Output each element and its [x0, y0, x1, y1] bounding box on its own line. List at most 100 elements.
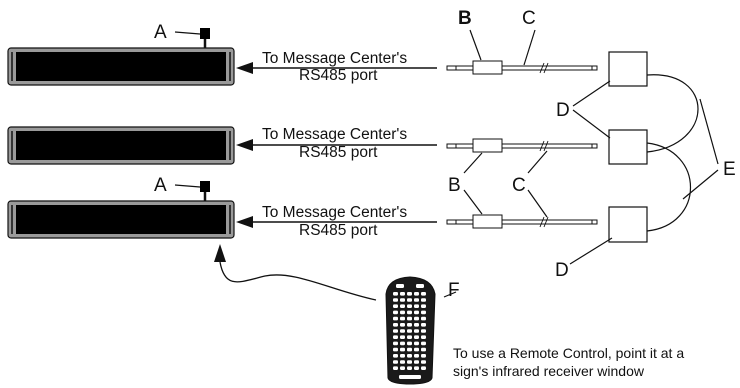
- remote-key: [393, 347, 398, 352]
- remote-key: [414, 366, 419, 370]
- remote-key: [407, 304, 412, 308]
- arrow-sign-3: [236, 216, 437, 228]
- infrared-receiver-bottom: [174, 181, 210, 201]
- remote-key: [414, 316, 419, 321]
- remote-key: [414, 360, 419, 364]
- remote-key: [407, 323, 412, 327]
- port-label-3-line2: RS485 port: [299, 222, 378, 239]
- leader-d-upper: [572, 80, 611, 139]
- arrow-sign-2: [236, 139, 437, 151]
- remote-key: [414, 323, 419, 327]
- remote-key: [393, 366, 398, 370]
- remote-key: [421, 360, 426, 364]
- remote-key: [400, 310, 405, 315]
- remote-key: [421, 310, 426, 315]
- label-b-top: B: [458, 8, 472, 29]
- remote-key: [407, 292, 412, 296]
- leader-b-top: [469, 29, 482, 61]
- remote-key: [414, 329, 419, 333]
- remote-key: [414, 341, 419, 346]
- sign-1: [7, 47, 235, 86]
- remote-key: [400, 292, 405, 296]
- remote-key: [400, 304, 405, 308]
- remote-arrow: [214, 244, 377, 301]
- sign-2: [7, 126, 235, 165]
- label-b-mid: B: [448, 175, 461, 196]
- remote-key: [414, 298, 419, 302]
- remote-key: [407, 335, 412, 339]
- label-c-mid: C: [512, 175, 526, 196]
- remote-key: [407, 316, 412, 321]
- leader-b-mid: [463, 152, 483, 215]
- cable-1: [446, 60, 598, 75]
- remote-key: [421, 347, 426, 352]
- leader-d-lower: [569, 237, 613, 265]
- label-e: E: [723, 159, 736, 180]
- remote-key: [407, 329, 412, 333]
- remote-key: [400, 329, 405, 333]
- cable-3: [446, 214, 598, 229]
- remote-key: [407, 298, 412, 302]
- remote-key: [400, 316, 405, 321]
- leader-c-mid: [527, 150, 548, 218]
- remote-key: [421, 335, 426, 339]
- remote-key: [393, 354, 398, 358]
- remote-key: [396, 284, 404, 288]
- remote-key: [393, 316, 398, 321]
- unit-1: [608, 51, 648, 87]
- port-label-1-line2: RS485 port: [299, 67, 378, 84]
- remote-key: [400, 323, 405, 327]
- remote-key: [393, 341, 398, 346]
- remote-key: [416, 284, 424, 288]
- remote-key: [400, 341, 405, 346]
- leader-e: [682, 98, 719, 200]
- port-label-2-line1: To Message Center's: [262, 126, 407, 143]
- port-label-1-line1: To Message Center's: [262, 50, 407, 67]
- remote-key: [407, 360, 412, 364]
- label-c-top: C: [522, 8, 536, 29]
- label-d-lower: D: [555, 260, 569, 281]
- remote-note-line2: sign's infrared receiver window: [453, 363, 645, 379]
- remote-control: [385, 276, 436, 385]
- remote-key: [400, 298, 405, 302]
- remote-key: [421, 316, 426, 321]
- remote-key: [400, 354, 405, 358]
- message-center-units: [608, 51, 648, 243]
- label-a-top: A: [154, 22, 167, 43]
- remote-key: [393, 310, 398, 315]
- remote-key: [414, 354, 419, 358]
- port-label-2-line2: RS485 port: [299, 144, 378, 161]
- arrow-sign-1: [236, 62, 437, 74]
- remote-key: [421, 329, 426, 333]
- remote-key: [393, 335, 398, 339]
- remote-key: [421, 292, 426, 296]
- leader-c-top: [523, 29, 536, 66]
- remote-key: [393, 329, 398, 333]
- remote-key: [421, 298, 426, 302]
- daisy-chain-cables: [646, 74, 699, 232]
- remote-key: [393, 292, 398, 296]
- remote-key: [421, 341, 426, 346]
- remote-key: [400, 335, 405, 339]
- remote-key: [414, 292, 419, 296]
- remote-key: [399, 375, 421, 379]
- sign-3: [7, 200, 235, 239]
- remote-key: [414, 304, 419, 308]
- remote-key: [393, 298, 398, 302]
- remote-key: [393, 304, 398, 308]
- remote-key: [421, 354, 426, 358]
- cable-2: [446, 138, 598, 153]
- port-label-3-line1: To Message Center's: [262, 204, 407, 221]
- remote-note-line1: To use a Remote Control, point it at a: [453, 345, 684, 361]
- label-a-bottom: A: [154, 175, 167, 196]
- remote-key: [421, 304, 426, 308]
- remote-key: [407, 341, 412, 346]
- remote-key: [400, 366, 405, 370]
- remote-key: [407, 354, 412, 358]
- remote-key: [407, 366, 412, 370]
- remote-key: [414, 347, 419, 352]
- label-f: F: [448, 280, 460, 301]
- leader-f: [443, 291, 457, 298]
